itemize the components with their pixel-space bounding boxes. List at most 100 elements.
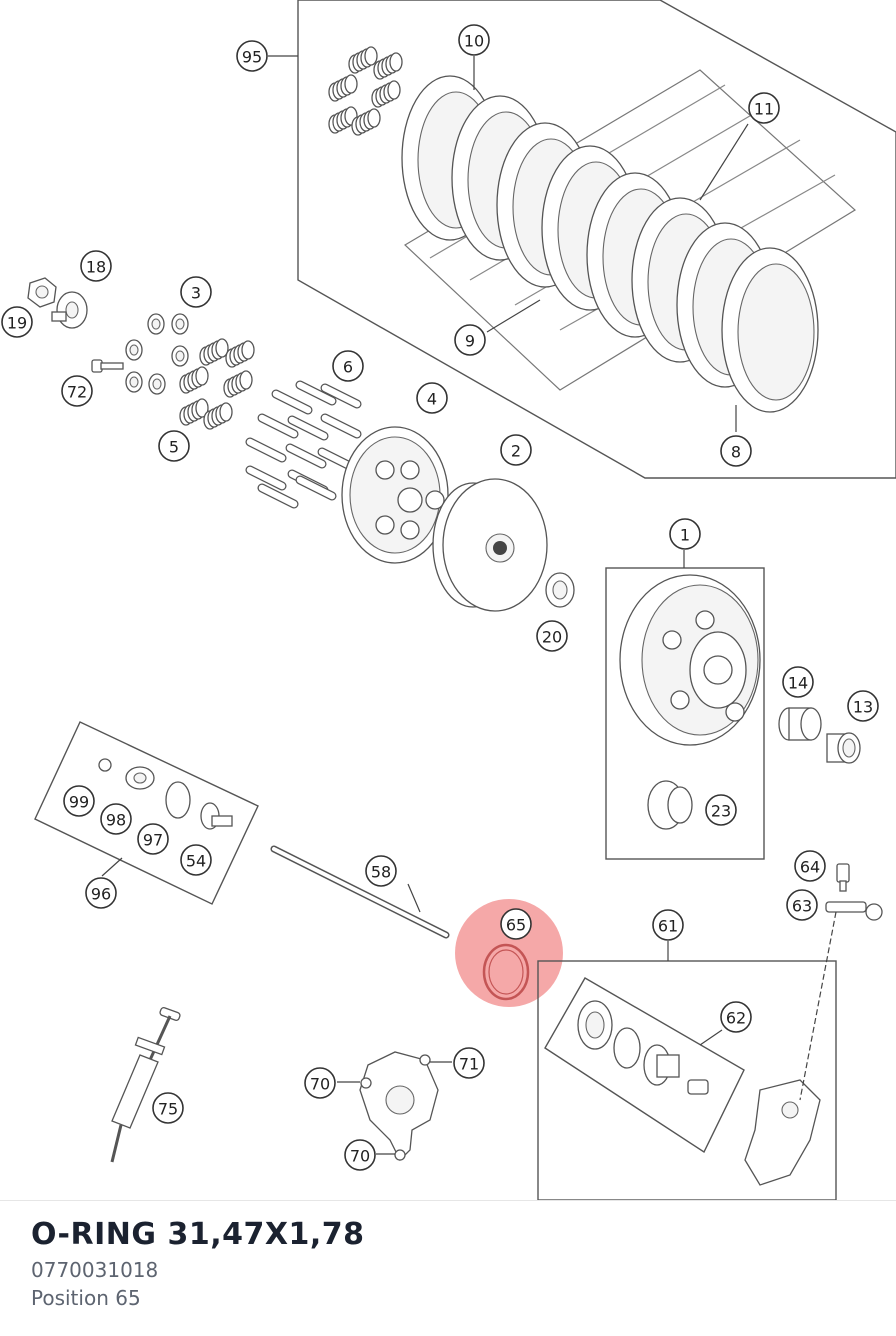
washer-20[interactable] bbox=[545, 572, 575, 608]
svg-text:65: 65 bbox=[506, 916, 526, 935]
damper-pin-fill bbox=[296, 381, 336, 405]
callout-99[interactable]: 99 bbox=[63, 785, 95, 817]
bushing-13[interactable] bbox=[826, 732, 861, 764]
damper-pin-fill bbox=[296, 476, 336, 500]
svg-text:58: 58 bbox=[371, 863, 391, 882]
push-rod-kit-96[interactable] bbox=[34, 721, 259, 905]
callout-62[interactable]: 62 bbox=[720, 1001, 752, 1033]
callout-10[interactable]: 10 bbox=[458, 24, 490, 56]
clutch-basket-group-1[interactable] bbox=[605, 567, 765, 860]
spring-cups-3[interactable] bbox=[125, 313, 189, 395]
spring-cup-inner bbox=[129, 376, 139, 388]
slave-cylinder-group-61[interactable] bbox=[537, 960, 837, 1200]
spring-coil bbox=[195, 366, 209, 386]
callout-3[interactable]: 3 bbox=[180, 276, 212, 308]
callout-72[interactable]: 72 bbox=[61, 375, 93, 407]
svg-text:61: 61 bbox=[658, 917, 678, 936]
clutch-springs-95[interactable] bbox=[328, 46, 403, 136]
clutch-cover-bracket-70-71[interactable] bbox=[359, 1051, 439, 1162]
svg-text:4: 4 bbox=[427, 390, 437, 409]
callout-18[interactable]: 18 bbox=[80, 250, 112, 282]
callout-8[interactable]: 8 bbox=[720, 435, 752, 467]
svg-text:62: 62 bbox=[726, 1009, 746, 1028]
svg-text:64: 64 bbox=[800, 858, 820, 877]
svg-text:20: 20 bbox=[542, 628, 562, 647]
svg-text:99: 99 bbox=[69, 793, 89, 812]
bleeder-screw-63[interactable] bbox=[799, 901, 883, 1101]
grease-syringe-75[interactable] bbox=[110, 1007, 181, 1163]
svg-text:54: 54 bbox=[186, 852, 206, 871]
callout-2[interactable]: 2 bbox=[500, 434, 532, 466]
callout-98[interactable]: 98 bbox=[100, 803, 132, 835]
dampers-6[interactable] bbox=[245, 380, 362, 509]
lock-washer-18[interactable] bbox=[51, 291, 88, 329]
callout-64[interactable]: 64 bbox=[794, 850, 826, 882]
callout-19[interactable]: 19 bbox=[1, 306, 33, 338]
spring-coil bbox=[219, 402, 233, 422]
callout-71[interactable]: 71 bbox=[453, 1047, 485, 1079]
svg-text:97: 97 bbox=[143, 831, 163, 850]
callout-70[interactable]: 70 bbox=[304, 1067, 336, 1099]
callout-75[interactable]: 75 bbox=[152, 1092, 184, 1124]
spring-cup-inner bbox=[151, 318, 161, 330]
pressure-plate-4[interactable] bbox=[341, 426, 449, 564]
callout-65[interactable]: 65 bbox=[500, 908, 532, 940]
callout-95[interactable]: 95 bbox=[236, 40, 268, 72]
callout-97[interactable]: 97 bbox=[137, 823, 169, 855]
spring-coil bbox=[195, 398, 209, 418]
callout-14[interactable]: 14 bbox=[782, 666, 814, 698]
clutch-disc-inner bbox=[737, 263, 815, 401]
spring-coil bbox=[367, 108, 381, 128]
svg-text:14: 14 bbox=[788, 674, 808, 693]
spring-coil bbox=[215, 338, 229, 358]
callout-70[interactable]: 70 bbox=[344, 1139, 376, 1171]
callout-61[interactable]: 61 bbox=[652, 909, 684, 941]
svg-text:23: 23 bbox=[711, 802, 731, 821]
inner-clutch-hub-2[interactable] bbox=[432, 478, 548, 612]
leader-lines bbox=[101, 55, 749, 1155]
damper-pin-fill bbox=[321, 384, 361, 408]
svg-text:8: 8 bbox=[731, 443, 741, 462]
svg-text:10: 10 bbox=[464, 32, 484, 51]
bleeder-64[interactable] bbox=[836, 863, 850, 892]
callout-20[interactable]: 20 bbox=[536, 620, 568, 652]
svg-text:5: 5 bbox=[169, 438, 179, 457]
svg-text:3: 3 bbox=[191, 284, 201, 303]
callout-13[interactable]: 13 bbox=[847, 690, 879, 722]
callout-58[interactable]: 58 bbox=[365, 855, 397, 887]
callout-63[interactable]: 63 bbox=[786, 889, 818, 921]
damper-pin-fill bbox=[246, 438, 286, 462]
damper-pin-fill bbox=[286, 444, 326, 468]
svg-text:96: 96 bbox=[91, 885, 111, 904]
callout-1[interactable]: 1 bbox=[669, 518, 701, 550]
nut-19[interactable] bbox=[27, 277, 57, 308]
selected-part-highlight bbox=[455, 899, 563, 1007]
svg-text:9: 9 bbox=[465, 332, 475, 351]
spring-coil bbox=[364, 46, 378, 66]
callout-4[interactable]: 4 bbox=[416, 382, 448, 414]
callout-23[interactable]: 23 bbox=[705, 794, 737, 826]
clutch-disc-pack[interactable] bbox=[297, 0, 896, 479]
spring-coil bbox=[241, 340, 255, 360]
callout-5[interactable]: 5 bbox=[158, 430, 190, 462]
clutch-springs-5[interactable] bbox=[179, 338, 255, 430]
part-position: Position 65 bbox=[31, 1286, 141, 1310]
bolt-72[interactable] bbox=[91, 359, 124, 373]
callout-96[interactable]: 96 bbox=[85, 877, 117, 909]
spring-coil bbox=[389, 52, 403, 72]
callout-6[interactable]: 6 bbox=[332, 350, 364, 382]
callout-11[interactable]: 11 bbox=[748, 92, 780, 124]
spring-cup-inner bbox=[129, 344, 139, 356]
callout-54[interactable]: 54 bbox=[180, 844, 212, 876]
svg-text:6: 6 bbox=[343, 358, 353, 377]
svg-text:70: 70 bbox=[310, 1075, 330, 1094]
damper-pin-fill bbox=[321, 414, 361, 438]
svg-text:19: 19 bbox=[7, 314, 27, 333]
push-rod-58[interactable] bbox=[270, 845, 450, 939]
callout-9[interactable]: 9 bbox=[454, 324, 486, 356]
spring-coil bbox=[344, 74, 358, 94]
damper-pin-fill bbox=[258, 414, 298, 438]
o-ring-65[interactable] bbox=[455, 899, 563, 1007]
spring-cup-inner bbox=[175, 318, 185, 330]
bushing-14[interactable] bbox=[778, 707, 822, 741]
